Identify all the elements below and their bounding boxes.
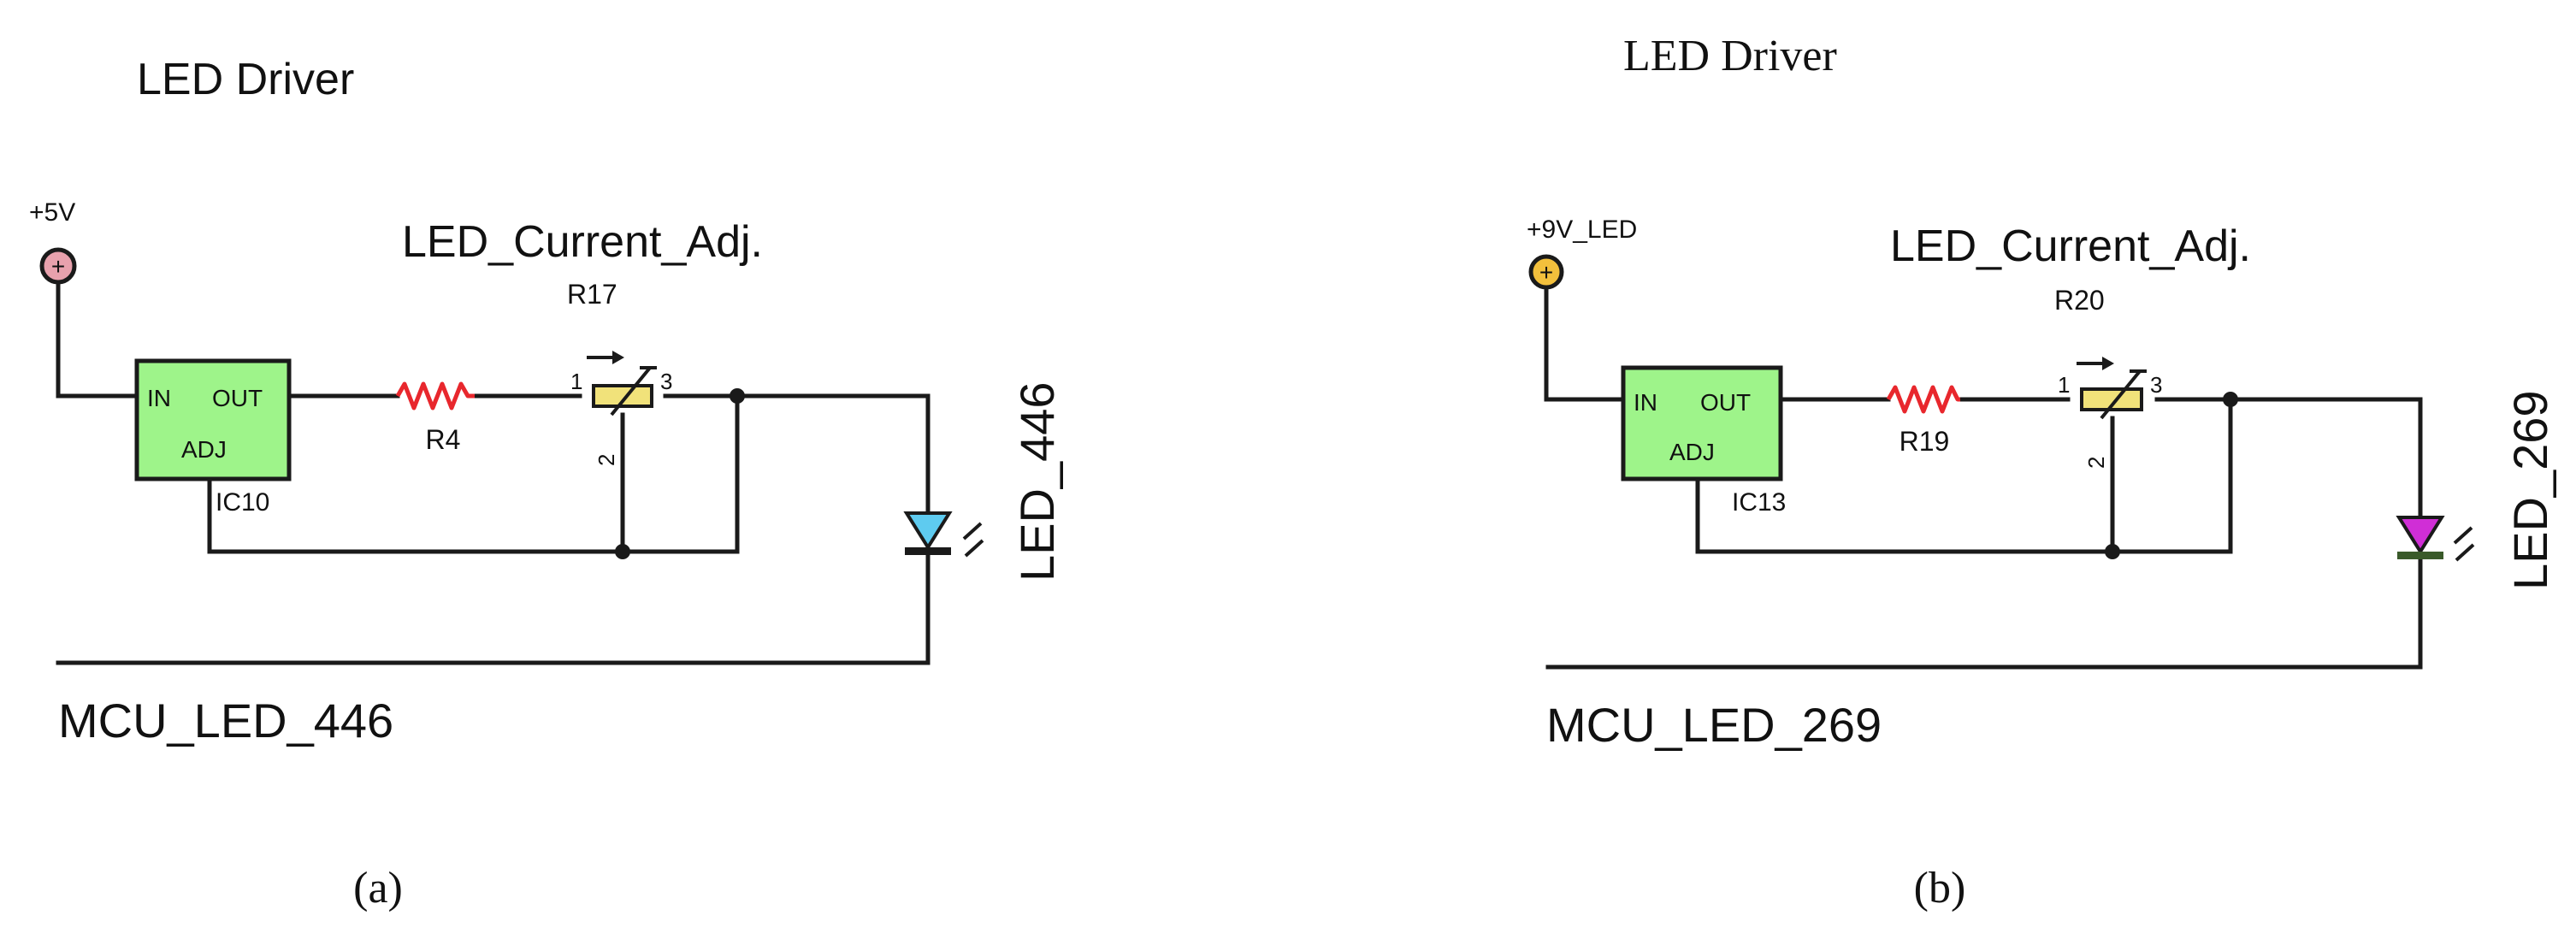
ic-in-label: IN xyxy=(1634,389,1657,416)
resistor-icon xyxy=(395,381,475,410)
panel-title: LED Driver xyxy=(137,55,354,104)
regulator-ic xyxy=(134,358,292,481)
potentiometer-icon xyxy=(592,384,653,408)
pot-pin1: 1 xyxy=(2058,372,2070,398)
junction-dot xyxy=(615,544,630,559)
ic-out-label: OUT xyxy=(212,385,263,411)
pot-pin2: 2 xyxy=(2083,457,2109,469)
pot-pin2: 2 xyxy=(594,454,619,466)
pot-adjust-slash xyxy=(2100,369,2142,420)
panel-a: LED Driver +5V + IN OUT ADJ IC10 R4 LED_… xyxy=(29,55,1064,913)
led-light-ray xyxy=(2455,543,2475,562)
ic-adj-label: ADJ xyxy=(181,436,227,463)
ic-in-label: IN xyxy=(147,385,171,411)
led-light-ray xyxy=(2453,526,2473,545)
led-cathode-bar xyxy=(905,547,951,555)
pot-label: LED_Current_Adj. xyxy=(402,217,763,267)
net-label: MCU_LED_269 xyxy=(1546,698,1882,752)
wire-adj xyxy=(207,393,740,554)
led-light-ray xyxy=(964,539,984,558)
resistor-designator: R19 xyxy=(1900,426,1950,457)
pot-pin3: 3 xyxy=(660,369,672,394)
pot-arrow-icon xyxy=(612,351,624,364)
resistor-icon xyxy=(1886,385,1960,414)
resistor-designator: R4 xyxy=(426,424,461,455)
pot-pin1: 1 xyxy=(570,369,582,394)
panel-caption: (a) xyxy=(353,864,403,913)
regulator-ic xyxy=(1621,365,1783,481)
led-diode-icon xyxy=(903,511,953,551)
led-cathode-bar xyxy=(2397,552,2443,559)
pot-designator: R20 xyxy=(2054,285,2105,316)
ic-designator: IC10 xyxy=(216,488,269,517)
ic-adj-label: ADJ xyxy=(1669,439,1715,465)
wire-supply xyxy=(56,280,139,399)
pot-arrow-icon xyxy=(2102,357,2114,370)
wire-supply xyxy=(1544,285,1626,402)
pot-label: LED_Current_Adj. xyxy=(1890,221,2251,271)
ic-out-label: OUT xyxy=(1700,389,1751,416)
pot-adjust-slash xyxy=(610,366,652,416)
led-label: LED_269 xyxy=(2503,390,2557,590)
pot-designator: R17 xyxy=(567,279,617,310)
led-diode-icon xyxy=(2396,516,2445,555)
junction-dot xyxy=(2223,392,2238,407)
supply-label: +5V xyxy=(29,198,75,227)
supply-label: +9V_LED xyxy=(1527,216,1637,244)
pot-pin3: 3 xyxy=(2150,372,2162,398)
panel-b: LED Driver +9V_LED + IN OUT ADJ IC13 R19… xyxy=(1527,32,2557,913)
wire-adj xyxy=(1695,397,2233,554)
supply-plus-glyph: + xyxy=(51,253,65,280)
panel-title: LED Driver xyxy=(1623,32,1837,80)
net-label: MCU_LED_446 xyxy=(58,694,393,747)
led-label: LED_446 xyxy=(1010,381,1064,582)
junction-dot xyxy=(730,388,745,404)
panel-caption: (b) xyxy=(1914,864,1966,913)
led-light-ray xyxy=(962,522,983,540)
ic-designator: IC13 xyxy=(1732,488,1786,517)
supply-plus-glyph: + xyxy=(1539,259,1553,286)
junction-dot xyxy=(2105,544,2120,559)
